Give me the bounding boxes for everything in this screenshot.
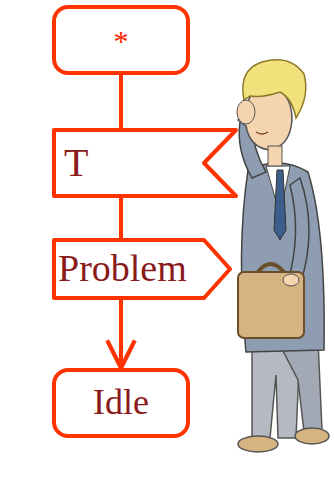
suitcase	[238, 272, 304, 338]
tie	[274, 170, 286, 240]
neck	[268, 146, 282, 166]
node-label: Problem	[58, 248, 187, 290]
output-signal: Problem	[52, 238, 232, 300]
node-label: *	[114, 24, 129, 57]
flow-line	[119, 75, 123, 128]
node-label: T	[64, 141, 88, 185]
state-box: *	[52, 5, 190, 75]
state-box: Idle	[52, 368, 190, 438]
mouth	[256, 132, 268, 134]
hand	[283, 274, 299, 286]
suitcase-handle	[258, 264, 284, 272]
trousers	[280, 340, 322, 432]
hand	[237, 100, 255, 124]
shoe	[238, 436, 278, 452]
node-label: Idle	[93, 383, 149, 423]
shoe	[295, 428, 329, 444]
flow-line	[119, 300, 123, 368]
flow-line	[119, 198, 123, 238]
arm	[288, 178, 309, 285]
input-signal: T	[52, 128, 238, 198]
